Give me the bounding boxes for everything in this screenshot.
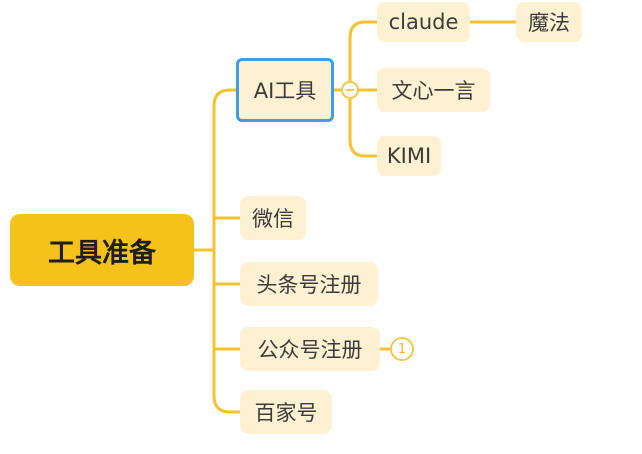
collapse-minus-icon[interactable] xyxy=(341,81,359,99)
count-badge[interactable]: 1 xyxy=(390,337,414,361)
root-topic[interactable]: 工具准备 xyxy=(10,214,194,286)
topic-wechat[interactable]: 微信 xyxy=(240,196,306,240)
topic-gongzhonghao[interactable]: 公众号注册 xyxy=(240,327,380,371)
topic-wenxin[interactable]: 文心一言 xyxy=(377,68,490,112)
topic-mofa[interactable]: 魔法 xyxy=(516,2,582,42)
topic-claude[interactable]: claude xyxy=(377,2,470,42)
topic-kimi[interactable]: KIMI xyxy=(377,136,441,176)
topic-baijiahao[interactable]: 百家号 xyxy=(240,390,332,434)
topic-toutiao[interactable]: 头条号注册 xyxy=(240,262,378,306)
topic-ai-tools[interactable]: AI工具 xyxy=(236,58,334,122)
connector-trunk xyxy=(212,88,231,414)
